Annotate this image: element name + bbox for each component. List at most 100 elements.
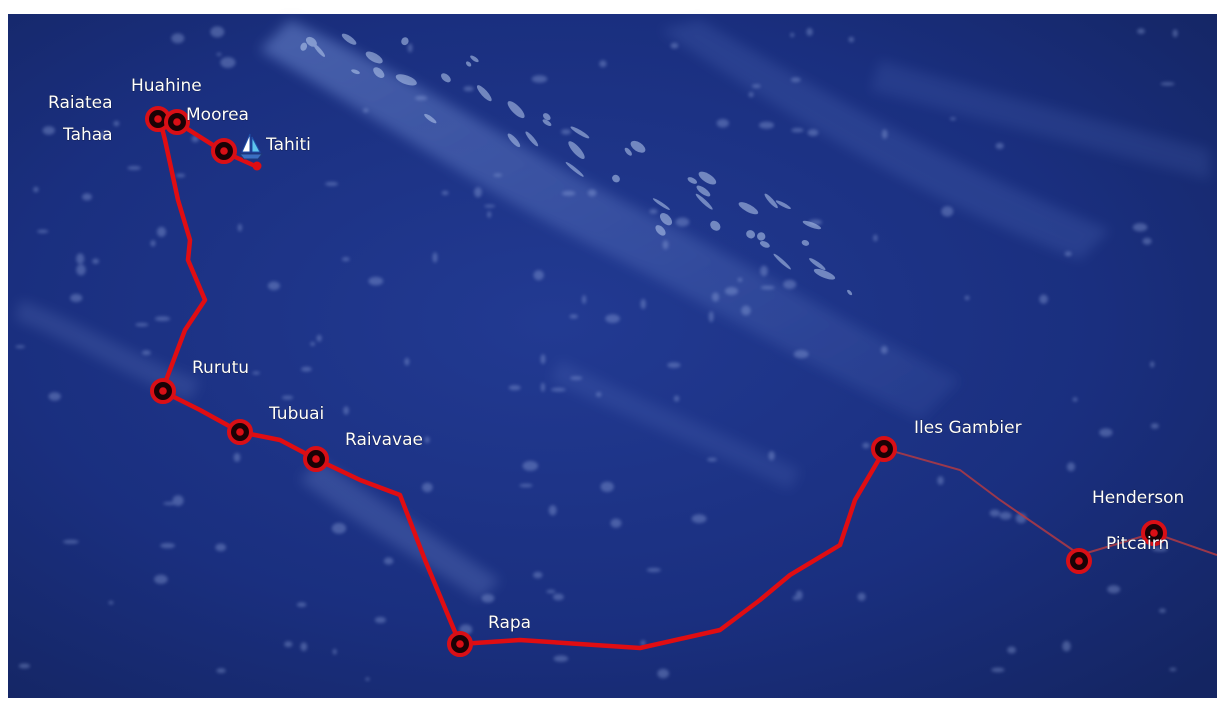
- marker-huahine[interactable]: [164, 109, 190, 135]
- seamount: [649, 209, 658, 214]
- seamount: [862, 442, 870, 449]
- seamount: [1072, 397, 1078, 402]
- seamount: [407, 43, 413, 53]
- seamount: [1007, 646, 1016, 654]
- seamount: [252, 371, 260, 375]
- label-tahaa: Tahaa: [62, 125, 113, 145]
- atoll: [655, 225, 666, 236]
- seamount: [519, 483, 533, 488]
- seamount: [640, 640, 646, 646]
- seamount: [662, 240, 669, 250]
- atoll: [775, 200, 791, 210]
- label-rapa: Rapa: [488, 613, 531, 633]
- seamount: [171, 33, 185, 44]
- seamount: [365, 677, 370, 681]
- seamount: [300, 642, 308, 652]
- seamount: [999, 511, 1012, 520]
- seamount: [570, 376, 583, 380]
- seamount: [646, 567, 661, 573]
- seamount: [15, 345, 25, 349]
- seamount: [175, 173, 186, 178]
- seamount: [760, 285, 775, 290]
- seamount: [807, 129, 819, 137]
- seamount: [141, 350, 151, 356]
- atoll: [300, 42, 308, 51]
- seamount: [546, 589, 556, 594]
- atoll: [365, 51, 383, 64]
- atoll: [801, 239, 810, 246]
- seamount: [474, 187, 482, 198]
- seamount: [783, 279, 797, 289]
- seamount: [857, 592, 866, 601]
- seamount: [1142, 237, 1152, 245]
- atoll: [738, 202, 759, 215]
- label-moorea: Moorea: [186, 105, 249, 125]
- seamount: [18, 663, 31, 669]
- seamount: [374, 616, 386, 624]
- marker-raivavae[interactable]: [303, 446, 329, 472]
- seamount: [33, 186, 39, 193]
- seafloor-relief: [15, 20, 1210, 681]
- marker-rapa[interactable]: [447, 631, 473, 657]
- atoll: [565, 162, 584, 177]
- atoll: [341, 33, 357, 45]
- seamount: [487, 211, 492, 218]
- marker-tahiti[interactable]: [211, 138, 237, 164]
- atoll: [395, 74, 417, 86]
- marker-iles-gambier[interactable]: [871, 436, 897, 462]
- route-line: [157, 117, 888, 651]
- label-tubuai: Tubuai: [268, 404, 324, 424]
- seamount: [548, 505, 557, 516]
- marker-pitcairn[interactable]: [1066, 548, 1092, 574]
- seamount: [484, 204, 496, 208]
- marker-rurutu[interactable]: [150, 378, 176, 404]
- seamount: [599, 60, 607, 68]
- seamount: [281, 395, 294, 400]
- atoll: [659, 213, 673, 226]
- seamount: [937, 476, 944, 485]
- seamount: [964, 295, 970, 301]
- label-tahiti: Tahiti: [265, 135, 311, 155]
- seamount: [422, 482, 433, 493]
- marker-tubuai[interactable]: [227, 419, 253, 445]
- seamount: [711, 292, 720, 302]
- seamount: [296, 602, 307, 608]
- seamount: [76, 253, 85, 265]
- seamount: [708, 311, 714, 323]
- seamount: [154, 316, 171, 322]
- seamount: [790, 32, 795, 38]
- label-huahine: Huahine: [131, 76, 202, 96]
- seamount: [531, 75, 548, 83]
- seamount: [154, 574, 168, 584]
- seamount: [463, 86, 474, 92]
- marker-henderson[interactable]: [1141, 520, 1167, 546]
- atoll: [757, 232, 766, 241]
- seamount: [675, 217, 690, 227]
- seamount: [880, 345, 888, 354]
- seamount: [1152, 546, 1168, 552]
- sailboat-icon[interactable]: [238, 133, 264, 160]
- seamount: [48, 392, 61, 401]
- seamount: [552, 593, 564, 601]
- atoll: [568, 141, 585, 159]
- seamount: [341, 257, 350, 262]
- seamount: [751, 84, 761, 88]
- seamount: [92, 258, 99, 264]
- seamount: [667, 362, 681, 368]
- seamount: [748, 91, 754, 98]
- seamount: [670, 42, 679, 49]
- seamount: [848, 36, 855, 43]
- seamount: [82, 193, 92, 201]
- atoll: [710, 220, 721, 231]
- seamount: [310, 341, 315, 346]
- seamount: [640, 298, 646, 310]
- seamount: [991, 667, 1005, 673]
- atoll: [813, 268, 836, 280]
- seamount: [657, 668, 669, 679]
- seamount: [160, 543, 176, 549]
- seamount: [267, 281, 280, 291]
- seamount: [582, 295, 587, 304]
- seamount: [216, 668, 226, 674]
